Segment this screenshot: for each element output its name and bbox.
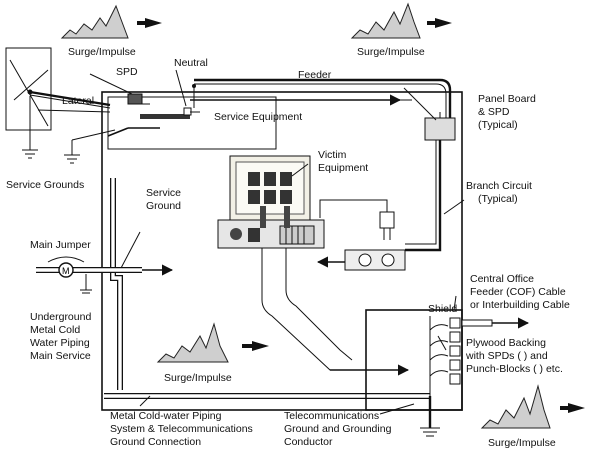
panel-board-label-2: & SPD <box>478 106 510 118</box>
plywood-label-1: Plywood Backing <box>466 337 546 349</box>
meter-symbol: M <box>62 266 70 276</box>
branch-circuit-label-2: (Typical) <box>478 193 518 205</box>
plywood-label-3: Punch-Blocks ( ) etc. <box>466 363 563 375</box>
underground-label-2: Metal Cold <box>30 324 80 336</box>
telecom-ground-label-1: Telecommunications <box>284 410 379 422</box>
victim-equipment-computer <box>217 155 325 249</box>
metal-piping-label-3: Ground Connection <box>110 436 201 448</box>
plywood-backing <box>365 309 463 411</box>
surge-label-middle: Surge/Impulse <box>164 372 232 384</box>
surge-arrow-middle <box>252 341 269 351</box>
surge-label-top-left: Surge/Impulse <box>68 46 136 58</box>
service-equipment-box <box>107 96 277 150</box>
neutral-label: Neutral <box>174 57 208 69</box>
underground-label-4: Main Service <box>30 350 91 362</box>
spd-device <box>127 93 150 105</box>
spd-label: SPD <box>116 66 138 78</box>
leader-lines <box>89 69 465 415</box>
surge-arrow-bottom-right <box>568 403 585 413</box>
service-equipment-label: Service Equipment <box>214 111 302 123</box>
panel-board-label-3: (Typical) <box>478 119 518 131</box>
service-ground-label-2: Ground <box>146 200 181 212</box>
outlet-receptacle <box>344 249 406 271</box>
branch-circuit-label-1: Branch Circuit <box>466 180 532 192</box>
surge-waveform-top-left: Surge/Impulse <box>60 4 162 58</box>
power-plug <box>319 199 395 240</box>
surge-waveform-bottom-right: Surge/Impulse <box>480 384 585 449</box>
cof-label-2: Feeder (COF) Cable <box>470 286 566 298</box>
building-outline <box>101 91 463 411</box>
plywood-label-2: with SPDs ( ) and <box>465 350 548 362</box>
branch-circuit <box>405 140 442 252</box>
service-bus-bar <box>140 114 190 119</box>
shield-label: Shield <box>428 303 457 315</box>
panel-board-label-1: Panel Board <box>478 93 536 105</box>
lateral-line <box>29 90 111 107</box>
surge-arrow-top-left <box>145 18 162 28</box>
telecom-ground-label-3: Conductor <box>284 436 333 448</box>
underground-label-1: Underground <box>30 311 91 323</box>
cof-cable <box>461 319 493 327</box>
metal-piping-label-1: Metal Cold-water Piping <box>110 410 222 422</box>
lateral-label: Lateral <box>62 95 94 107</box>
main-jumper-label: Main Jumper <box>30 239 91 251</box>
feeder-cable <box>194 78 452 120</box>
underground-label-3: Water Piping <box>30 337 90 349</box>
victim-equipment-label-1: Victim <box>318 149 347 161</box>
victim-equipment-label-2: Equipment <box>318 162 368 174</box>
surge-arrow-top-right <box>435 18 452 28</box>
telecom-cable-a <box>261 248 400 371</box>
feeder-label: Feeder <box>298 69 332 81</box>
cof-label-3: or Interbuilding Cable <box>470 299 570 311</box>
panel-board <box>424 117 456 141</box>
service-grounds-label: Service Grounds <box>6 179 84 191</box>
water-meter: M <box>47 256 92 294</box>
metal-piping-label-2: System & Telecommunications <box>110 423 253 435</box>
surge-waveform-top-right: Surge/Impulse <box>350 2 452 58</box>
surge-label-bottom-right: Surge/Impulse <box>488 437 556 449</box>
utility-pole <box>5 47 52 131</box>
service-ground-label-1: Service <box>146 187 181 199</box>
surge-label-top-right: Surge/Impulse <box>357 46 425 58</box>
surge-waveform-middle: Surge/Impulse <box>156 322 269 384</box>
telecom-ground-label-2: Ground and Grounding <box>284 423 392 435</box>
cof-label-1: Central Office <box>470 273 534 285</box>
